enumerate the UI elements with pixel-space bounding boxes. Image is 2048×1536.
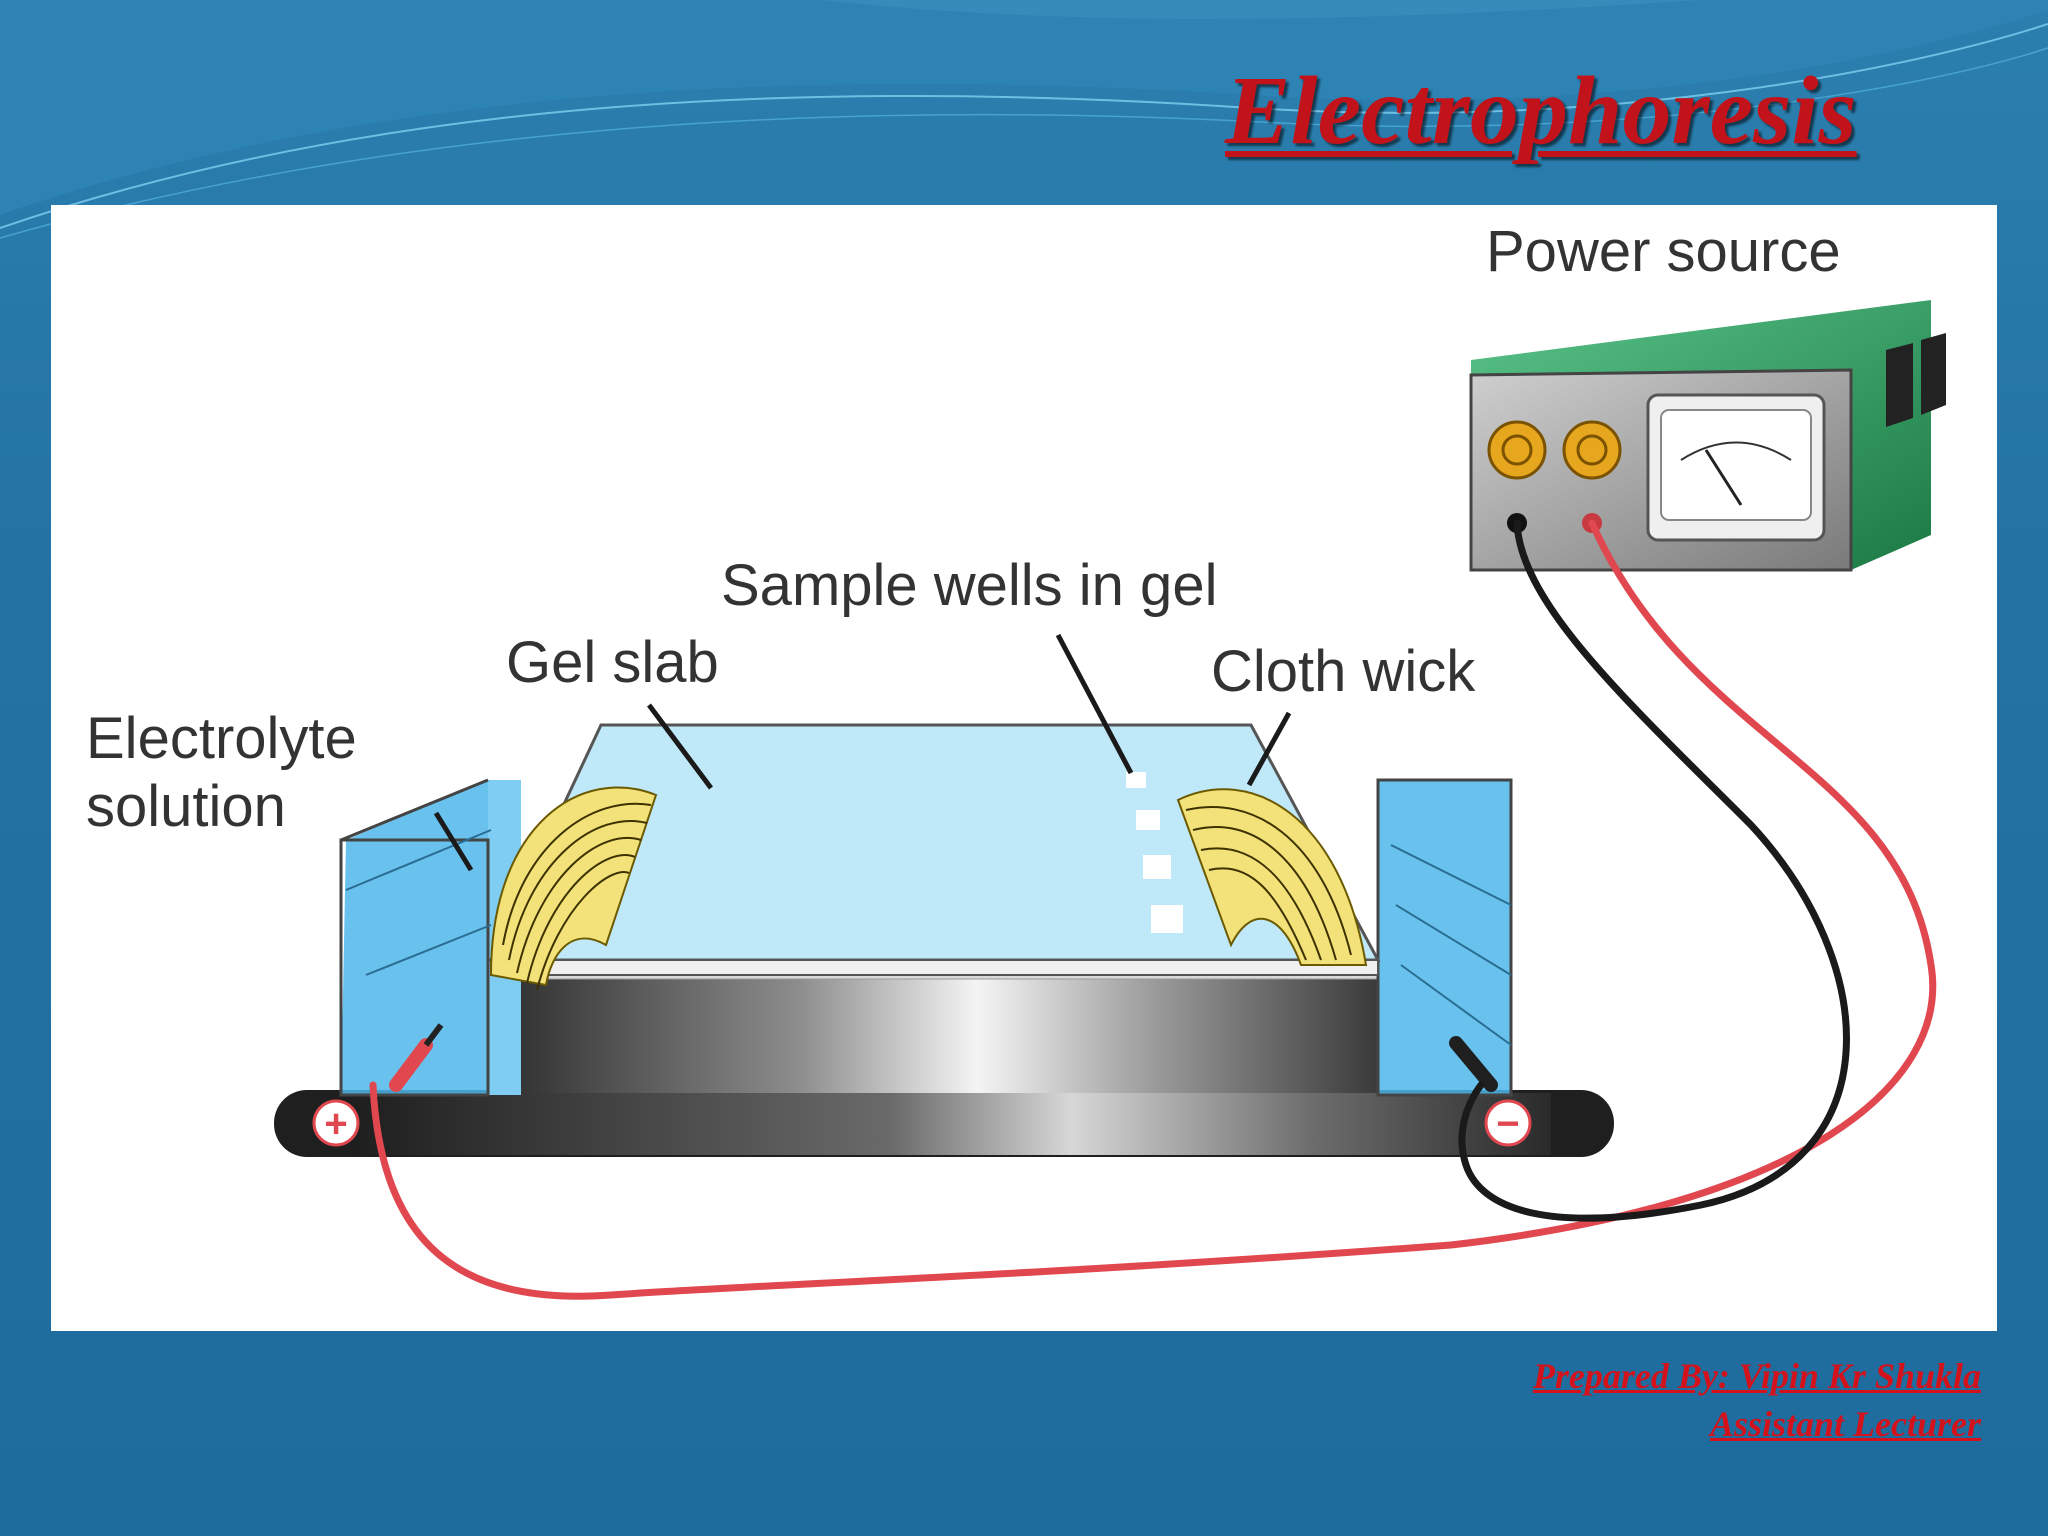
right-electrode (1449, 1036, 1498, 1092)
label-electrolyte-line2: solution (86, 774, 286, 839)
left-cloth-wick (489, 786, 658, 991)
knob-right (1562, 420, 1622, 480)
knob-left (1487, 420, 1547, 480)
label-cloth-wick: Cloth wick (1211, 639, 1476, 704)
background-swoosh (0, 0, 2048, 239)
base-plate (274, 1090, 1614, 1157)
label-electrolyte-line1: Electrolyte (86, 706, 357, 771)
sample-wells-pointer (1055, 633, 1134, 775)
gel-slab-pointer (646, 703, 714, 790)
negative-lead-wire (1458, 519, 1850, 1222)
credit-name: Prepared By: Vipin Kr Shukla (1532, 1356, 1981, 1396)
label-pointers (433, 633, 1292, 872)
slide-title: Electrophoresis (1225, 57, 1857, 165)
label-sample-wells: Sample wells in gel (721, 553, 1217, 618)
label-power-source: Power source (1486, 219, 1841, 284)
gel-slab (488, 723, 1381, 976)
cloth-wick-pointer (1246, 711, 1292, 787)
author-credit: Prepared By: Vipin Kr Shukla Assistant L… (1533, 1352, 1981, 1448)
positive-lead-wire (369, 519, 1937, 1300)
electrolyte-pointer (433, 811, 474, 872)
gel-platform (487, 964, 1379, 1093)
label-gel-slab: Gel slab (506, 630, 719, 695)
analog-meter (1646, 393, 1826, 542)
negative-terminal: − (1484, 1099, 1532, 1147)
left-electrode (389, 1023, 444, 1092)
diagram-panel: + − (51, 205, 1997, 1331)
right-cloth-wick (1176, 788, 1368, 966)
power-source-unit (1469, 300, 1946, 572)
credit-role: Assistant Lecturer (1709, 1404, 1981, 1444)
negative-sign: − (1496, 1102, 1519, 1146)
right-buffer-tank (1376, 778, 1513, 1097)
sample-wells (1126, 772, 1183, 933)
left-buffer-tank (339, 778, 521, 1097)
positive-terminal: + (312, 1099, 360, 1147)
electrophoresis-diagram: + − (86, 219, 1946, 1300)
positive-sign: + (324, 1102, 347, 1146)
